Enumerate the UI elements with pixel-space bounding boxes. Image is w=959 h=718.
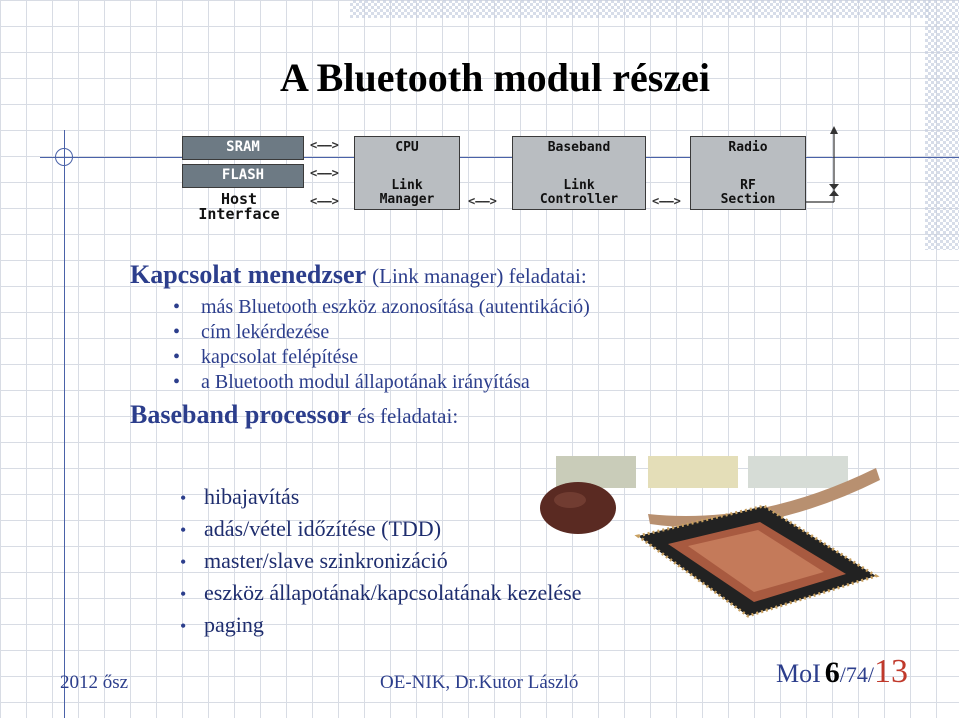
- bullet-icon: •: [173, 371, 181, 393]
- baseband-heading-bold: Baseband processor: [130, 400, 351, 429]
- list-item: • cím lekérdezése: [173, 321, 329, 344]
- cpu-label: CPU: [395, 140, 419, 155]
- list-item-text: a Bluetooth modul állapotának irányítása: [201, 371, 530, 393]
- link-manager-heading: Kapcsolat menedzser (Link manager) felad…: [130, 260, 587, 290]
- baseband-label: Baseband: [547, 140, 611, 155]
- list-item-text: adás/vétel időzítése (TDD): [204, 516, 442, 541]
- footer-date: 2012 ősz: [60, 672, 129, 693]
- list-item-text: master/slave szinkronizáció: [204, 548, 448, 573]
- list-item: • eszköz állapotának/kapcsolatának kezelé…: [180, 580, 581, 606]
- link-controller-line2: Controller: [539, 192, 619, 207]
- bluetooth-block-diagram: SRAM FLASH Host Interface <——> <——> <——>…: [178, 126, 844, 224]
- arrow-sram-cpu: <——>: [310, 138, 339, 152]
- rf-section-line1: RF: [740, 178, 756, 193]
- antenna-icon: [806, 126, 839, 203]
- rf-section-label: RF Section: [691, 179, 805, 207]
- arrow-flash-cpu: <——>: [310, 166, 339, 180]
- link-manager-heading-rest: (Link manager) feladatai:: [372, 264, 587, 288]
- list-item: • más Bluetooth eszköz azonosítása (auten…: [173, 296, 590, 319]
- link-manager-line1: Link: [391, 178, 423, 193]
- footer-course: MoI: [776, 659, 821, 688]
- arrow-host-cpu: <——>: [310, 194, 339, 208]
- radio-block: Radio RF Section: [690, 136, 806, 210]
- footer-page-number: MoI 6/74/13: [776, 653, 908, 691]
- host-label-line1: Host: [220, 190, 258, 208]
- cpu-block: CPU Link Manager: [354, 136, 460, 210]
- list-item-text: paging: [204, 612, 264, 637]
- list-item-text: hibajavítás: [204, 484, 300, 509]
- bullet-icon: •: [173, 346, 181, 368]
- rf-section-line2: Section: [720, 192, 776, 207]
- link-manager-label: Link Manager: [355, 179, 459, 207]
- list-item-text: eszköz állapotának/kapcsolatának kezelés…: [204, 580, 582, 605]
- list-item-text: más Bluetooth eszköz azonosítása (autent…: [201, 296, 590, 318]
- host-interface-label: Host Interface: [180, 192, 298, 222]
- list-item-text: kapcsolat felépítése: [201, 346, 359, 368]
- chip-photo: [540, 456, 880, 618]
- baseband-heading: Baseband processor és feladatai:: [130, 400, 458, 430]
- sram-label: SRAM: [226, 139, 260, 155]
- bullet-icon: •: [180, 584, 187, 604]
- footer-page: 6: [824, 656, 840, 689]
- link-manager-heading-bold: Kapcsolat menedzser: [130, 260, 366, 289]
- list-item-text: cím lekérdezése: [201, 321, 330, 343]
- bullet-icon: •: [173, 296, 181, 318]
- sram-block: SRAM: [182, 136, 304, 160]
- decorative-pattern-top: [350, 0, 930, 18]
- slide-title: A Bluetooth modul részei: [280, 55, 710, 100]
- baseband-block: Baseband Link Controller: [512, 136, 646, 210]
- arrow-baseband-radio: <——>: [652, 194, 681, 208]
- decorative-horizontal-line: [40, 157, 959, 158]
- flash-label: FLASH: [221, 167, 265, 183]
- footer-author: OE-NIK, Dr.Kutor László: [380, 672, 579, 693]
- host-label-line2: Interface: [198, 205, 280, 223]
- arrow-cpu-baseband: <——>: [468, 194, 497, 208]
- list-item: • a Bluetooth modul állapotának irányítás…: [173, 371, 530, 394]
- list-item: • paging: [180, 612, 264, 638]
- flash-block: FLASH: [182, 164, 304, 188]
- footer-lecture: 13: [874, 653, 909, 690]
- bullet-icon: •: [180, 552, 187, 572]
- footer-sep: /74/: [839, 662, 875, 687]
- list-item: • master/slave szinkronizáció: [180, 548, 448, 574]
- decorative-pattern-right: [925, 0, 959, 250]
- bullet-icon: •: [180, 520, 187, 540]
- link-manager-line2: Manager: [379, 192, 435, 207]
- bullet-icon: •: [173, 321, 181, 343]
- radio-label: Radio: [728, 140, 768, 155]
- list-item: • kapcsolat felépítése: [173, 346, 358, 369]
- bullet-icon: •: [180, 616, 187, 636]
- link-controller-label: Link Controller: [513, 179, 645, 207]
- list-item: • adás/vétel időzítése (TDD): [180, 516, 441, 542]
- baseband-heading-rest: és feladatai:: [357, 404, 459, 428]
- list-item: • hibajavítás: [180, 484, 299, 510]
- link-controller-line1: Link: [563, 178, 595, 193]
- decorative-vertical-line: [64, 130, 65, 718]
- decorative-circle: [55, 148, 73, 166]
- bullet-icon: •: [180, 488, 187, 508]
